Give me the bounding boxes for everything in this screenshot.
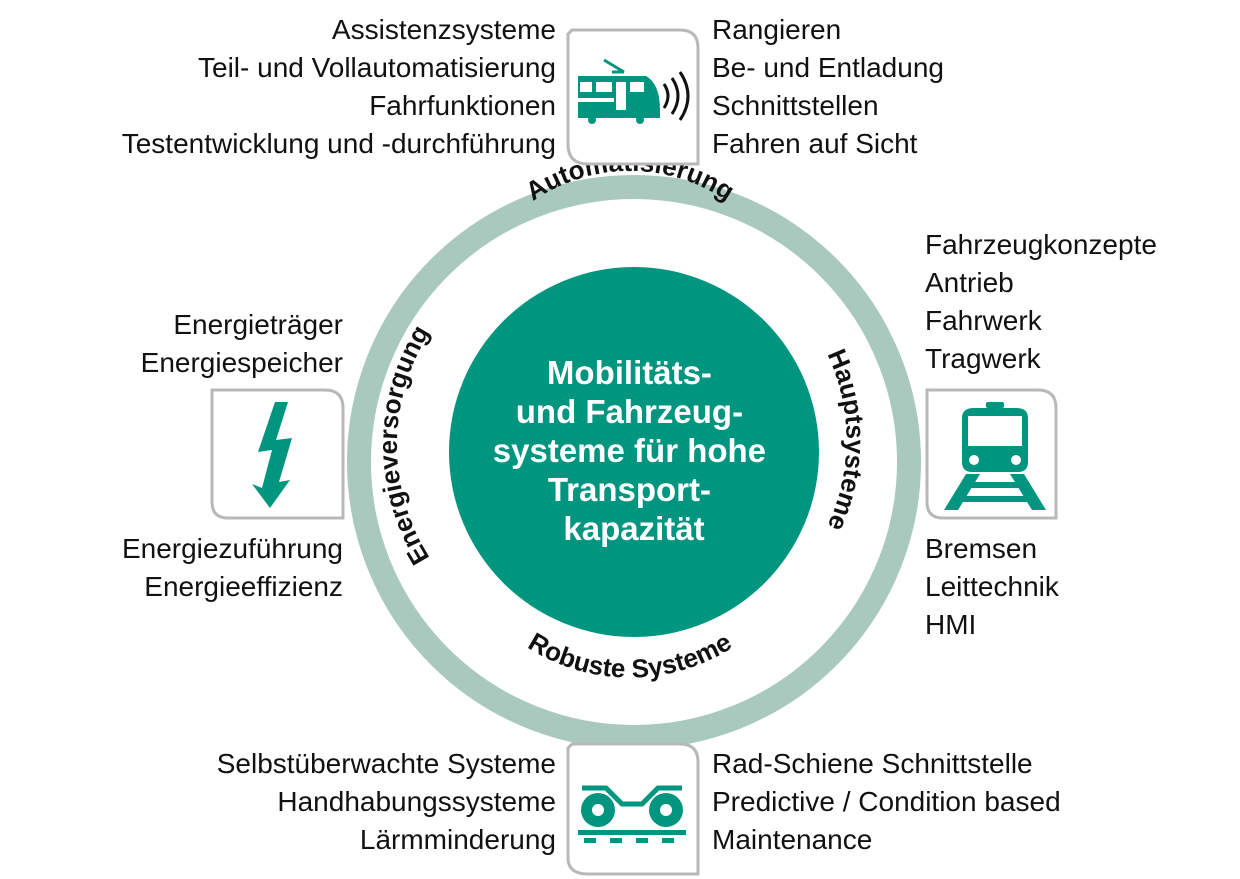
list-item: Be- und Entladung bbox=[712, 52, 944, 83]
list-item: HMI bbox=[925, 609, 977, 640]
list-item: Maintenance bbox=[712, 824, 873, 855]
list-item: Rangieren bbox=[712, 14, 842, 45]
list-item: Leittechnik bbox=[925, 571, 1059, 602]
list-item: Predictive / Condition based bbox=[712, 786, 1061, 817]
list-item: Energieträger bbox=[173, 309, 343, 340]
lightning-bolt-icon bbox=[252, 402, 292, 508]
list-item: Fahren auf Sicht bbox=[712, 128, 918, 159]
list-item: Energiezuführung bbox=[121, 533, 343, 564]
left-top-list: Energieträger Energiespeicher bbox=[141, 306, 343, 382]
right-top-list: Fahrzeugkonzepte Antrieb Fahrwerk Tragwe… bbox=[925, 226, 1157, 378]
outer-ring bbox=[347, 175, 921, 749]
bogie-wheels-on-rail-icon bbox=[578, 785, 686, 843]
center-title-line: kapazität bbox=[563, 510, 704, 547]
center-title-line: Mobilitäts- bbox=[547, 354, 712, 391]
list-item: Energieeffizienz bbox=[144, 571, 343, 602]
list-item: Bremsen bbox=[925, 533, 1038, 564]
top-right-list: Rangieren Be- und Entladung Schnittstell… bbox=[712, 11, 944, 163]
tram-with-signal-waves-icon bbox=[578, 58, 690, 124]
center-circle bbox=[449, 267, 819, 637]
center-title-line: und Fahrzeug- bbox=[516, 393, 743, 430]
list-item: Tragwerk bbox=[925, 343, 1041, 374]
bottom-left-list: Selbstüberwachte Systeme Handhabungssyst… bbox=[217, 745, 556, 859]
list-item: Testentwicklung und -durchführung bbox=[121, 128, 556, 159]
list-item: Fahrfunktionen bbox=[369, 90, 556, 121]
list-item: Fahrwerk bbox=[925, 305, 1042, 336]
top-left-list: Assistenzsysteme Teil- und Vollautomatis… bbox=[122, 11, 556, 163]
left-bottom-list: Energiezuführung Energieeffizienz bbox=[122, 530, 343, 606]
list-item: Schnittstellen bbox=[712, 90, 879, 121]
list-item: Lärmminderung bbox=[359, 824, 556, 855]
bottom-right-list: Rad-Schiene Schnittstelle Predictive / C… bbox=[712, 745, 1061, 859]
center-title: Mobilitäts- und Fahrzeug- systeme für ho… bbox=[493, 354, 775, 547]
list-item: Rad-Schiene Schnittstelle bbox=[712, 748, 1033, 779]
list-item: Teil- und Vollautomatisierung bbox=[198, 52, 556, 83]
train-front-on-track-icon bbox=[944, 402, 1046, 510]
center-title-line: systeme für hohe bbox=[493, 432, 766, 469]
list-item: Handhabungssysteme bbox=[277, 786, 556, 817]
list-item: Antrieb bbox=[925, 267, 1014, 298]
list-item: Fahrzeugkonzepte bbox=[925, 229, 1157, 260]
right-bottom-list: Bremsen Leittechnik HMI bbox=[925, 530, 1059, 644]
list-item: Energiespeicher bbox=[140, 347, 343, 378]
list-item: Selbstüberwachte Systeme bbox=[216, 748, 556, 779]
center-title-line: Transport- bbox=[548, 471, 711, 508]
list-item: Assistenzsysteme bbox=[331, 14, 556, 45]
ring-label-right: Hauptsysteme bbox=[822, 345, 871, 536]
